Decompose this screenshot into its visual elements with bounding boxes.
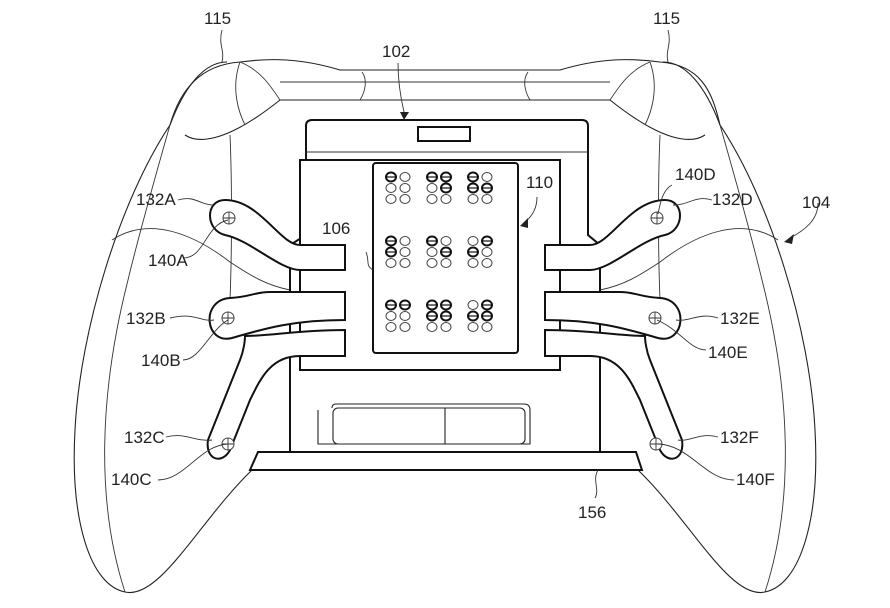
braille-dot-flat — [385, 311, 397, 321]
braille-dot-flat — [481, 322, 493, 332]
label-base-plate: 156 — [578, 503, 606, 522]
bumpers — [169, 59, 721, 140]
braille-dot-flat — [385, 194, 397, 204]
braille-cell — [426, 235, 452, 268]
braille-dot-flat — [385, 183, 397, 193]
braille-dot-flat — [399, 172, 411, 182]
arrow-braille — [520, 218, 528, 228]
braille-cell — [426, 171, 452, 204]
reference-labels: 115 115 102 104 106 110 132A 140A 132B 1… — [111, 9, 830, 522]
braille-dot-flat — [467, 194, 479, 204]
label-paddle-f: 132F — [720, 428, 759, 447]
label-bumper-left: 115 — [204, 9, 231, 28]
braille-cell — [385, 299, 411, 332]
braille-dot-flat — [426, 322, 438, 332]
arrow-controller — [784, 234, 794, 244]
braille-dot-flat — [385, 258, 397, 268]
label-sensor-b: 140B — [141, 351, 181, 370]
paddle-132e — [544, 291, 684, 460]
label-paddle-a: 132A — [136, 190, 176, 209]
braille-cell — [385, 171, 411, 204]
label-paddle-c: 132C — [124, 428, 165, 447]
label-paddle-d: 132D — [712, 190, 753, 209]
braille-dot-flat — [467, 236, 479, 246]
braille-dot-flat — [467, 322, 479, 332]
braille-dot-flat — [385, 322, 397, 332]
label-sensor-d: 140D — [675, 165, 716, 184]
label-sensor-a: 140A — [148, 251, 188, 270]
label-device: 102 — [382, 42, 410, 61]
braille-cell — [467, 235, 493, 268]
braille-dot-flat — [399, 183, 411, 193]
braille-dot-flat — [467, 300, 479, 310]
braille-dot-flat — [440, 322, 452, 332]
label-bumper-right: 115 — [653, 9, 680, 28]
paddle-132d — [544, 198, 681, 271]
braille-dot-flat — [481, 258, 493, 268]
label-sensor-e: 140E — [708, 343, 748, 362]
braille-dot-flat — [399, 194, 411, 204]
braille-cell — [426, 299, 452, 332]
braille-dot-flat — [426, 194, 438, 204]
arrow-device — [400, 112, 409, 120]
braille-dot-flat — [426, 183, 438, 193]
braille-dot-flat — [440, 236, 452, 246]
braille-dot-flat — [399, 247, 411, 257]
braille-dot-flat — [440, 194, 452, 204]
braille-dot-flat — [440, 258, 452, 268]
label-display-frame: 106 — [322, 219, 350, 238]
paddle-132a — [209, 198, 346, 271]
braille-dot-flat — [481, 172, 493, 182]
braille-dot-flat — [426, 247, 438, 257]
braille-dot-flat — [399, 258, 411, 268]
braille-cell — [467, 299, 493, 332]
label-paddle-b: 132B — [126, 309, 166, 328]
braille-cell — [467, 171, 493, 204]
braille-dot-flat — [399, 311, 411, 321]
base-plate — [248, 403, 644, 471]
arrowheads — [400, 112, 794, 244]
label-sensor-c: 140C — [111, 470, 152, 489]
braille-cell — [385, 235, 411, 268]
braille-dot-flat — [481, 247, 493, 257]
braille-dot-flat — [467, 258, 479, 268]
label-paddle-e: 132E — [720, 309, 760, 328]
label-braille-display: 110 — [526, 173, 553, 192]
leader-lines — [157, 29, 819, 499]
braille-dot-flat — [399, 236, 411, 246]
braille-dot-flat — [399, 322, 411, 332]
braille-dot-flat — [481, 194, 493, 204]
label-sensor-f: 140F — [736, 470, 775, 489]
braille-display — [385, 171, 493, 332]
label-controller: 104 — [802, 193, 830, 212]
braille-dot-flat — [426, 258, 438, 268]
